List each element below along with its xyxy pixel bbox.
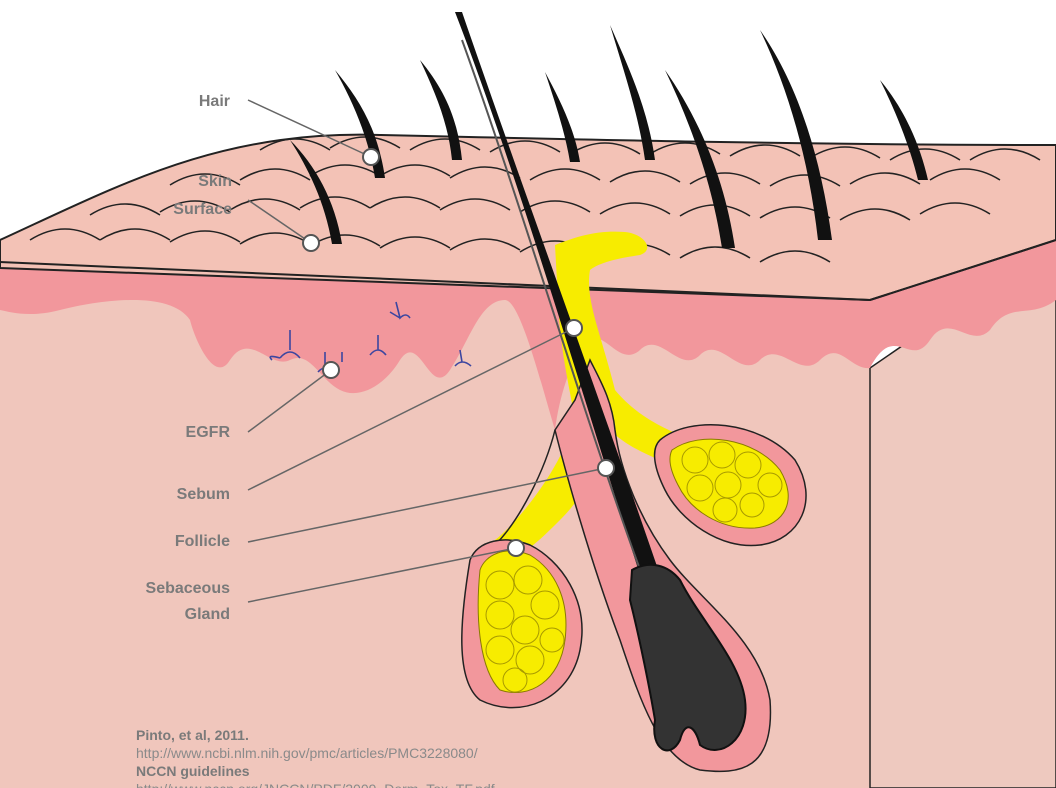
citation-1-title: Pinto, et al, 2011. (136, 726, 249, 744)
sebaceous-gland-marker (508, 540, 524, 556)
follicle-label: Follicle (130, 531, 230, 552)
sebum-label: Sebum (130, 484, 230, 505)
skin-surface-label-line1: Skin (130, 171, 232, 192)
egfr-marker (323, 362, 339, 378)
skin-surface-label-line2: Surface (130, 199, 232, 220)
sebaceous-gland-label-line2: Gland (110, 604, 230, 625)
hair-label: Hair (130, 91, 230, 112)
skin-surface-marker (303, 235, 319, 251)
citation-1-url[interactable]: http://www.ncbi.nlm.nih.gov/pmc/articles… (136, 744, 478, 762)
hair-marker (363, 149, 379, 165)
egfr-label: EGFR (130, 422, 230, 443)
sebaceous-gland-label-line1: Sebaceous (110, 578, 230, 599)
sebum-marker (566, 320, 582, 336)
follicle-marker (598, 460, 614, 476)
citation-2-url[interactable]: http://www.nccn.org/JNCCN/PDF/2009_Derm_… (136, 780, 495, 788)
citation-2-title: NCCN guidelines (136, 762, 250, 780)
